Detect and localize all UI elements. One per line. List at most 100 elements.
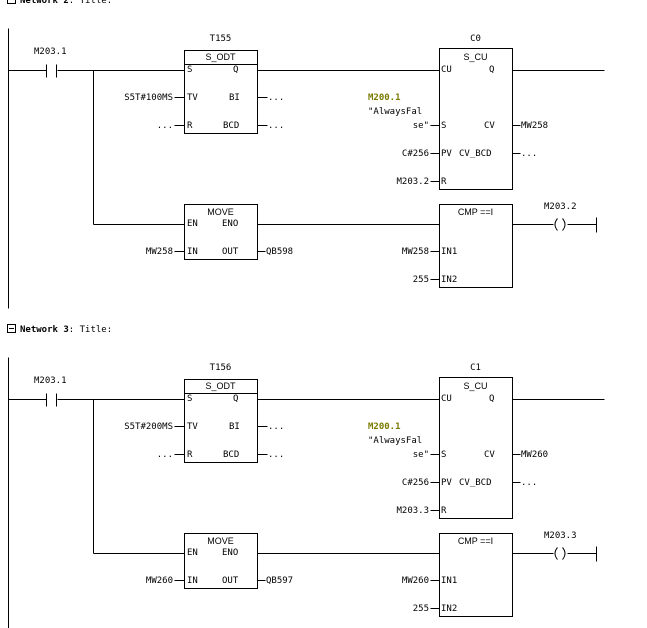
coil-left-arc[interactable] (554, 218, 558, 231)
counter-type: S_CU (463, 381, 488, 391)
network-header[interactable]: Network 3: Title: (7, 324, 112, 336)
counter-r-value: M203.3 (396, 506, 429, 516)
move-block[interactable] (184, 204, 258, 260)
timer-r-value: ... (156, 450, 173, 460)
counter-cvbcd-value: ... (521, 478, 538, 488)
move-in-value: MW258 (145, 247, 173, 257)
compare-block[interactable] (439, 533, 513, 617)
counter-pin-cu: CU (441, 65, 452, 75)
timer-pin-q: Q (233, 394, 239, 404)
timer-pin-bcd: BCD (223, 450, 240, 460)
timer-pin-bi: BI (229, 422, 240, 432)
network-header[interactable]: Network 2: Title: (7, 0, 112, 7)
timer-pin-s: S (187, 394, 193, 404)
move-pin-eno: ENO (222, 219, 239, 229)
move-pin-out: OUT (222, 576, 239, 586)
counter-pin-q: Q (489, 394, 495, 404)
counter-s-symbol-1: "AlwaysFal (368, 436, 423, 446)
move-block[interactable] (184, 533, 258, 589)
timer-tv-value: S5T#100MS (124, 93, 173, 103)
move-pin-en: EN (187, 219, 198, 229)
timer-pin-bi: BI (229, 93, 240, 103)
timer-pin-tv: TV (187, 93, 198, 103)
move-out-value: QB597 (266, 576, 294, 586)
counter-s-symbol-2: se" (412, 450, 429, 460)
network-label: Network 3 (20, 325, 69, 335)
move-pin-in: IN (187, 247, 198, 257)
move-out-value: QB598 (266, 247, 294, 257)
move-in-value: MW260 (145, 576, 173, 586)
counter-cvbcd-value: ... (521, 149, 538, 159)
counter-pin-cv: CV (484, 121, 495, 131)
timer-pin-s: S (187, 65, 193, 75)
counter-cv-value: MW258 (521, 121, 549, 131)
coil-address: M203.3 (544, 531, 577, 541)
timer-bcd-value: ... (268, 121, 285, 131)
contact-address: M203.1 (34, 47, 67, 57)
timer-name: T155 (209, 34, 232, 44)
counter-type: S_CU (463, 52, 488, 62)
timer-pin-r: R (187, 121, 193, 131)
move-pin-en: EN (187, 548, 198, 558)
compare-type: CMP ==I (457, 536, 494, 546)
counter-cv-value: MW260 (521, 450, 549, 460)
timer-block[interactable] (184, 50, 258, 134)
counter-pv-value: C#256 (401, 149, 429, 159)
counter-pin-cvbcd: CV_BCD (459, 478, 492, 488)
collapse-toggle-icon[interactable] (7, 0, 16, 4)
timer-pin-tv: TV (187, 422, 198, 432)
compare-type: CMP ==I (457, 207, 494, 217)
timer-type: S_ODT (205, 52, 236, 62)
compare-in2-value: 255 (412, 604, 429, 614)
counter-name: C1 (470, 363, 481, 373)
network-label: Network 2 (20, 0, 69, 6)
timer-type: S_ODT (205, 381, 236, 391)
move-type: MOVE (207, 207, 234, 217)
counter-pin-pv: PV (441, 478, 452, 488)
counter-block[interactable] (439, 48, 513, 190)
counter-pin-cvbcd: CV_BCD (459, 149, 492, 159)
coil-right-arc[interactable] (562, 218, 566, 231)
compare-in1-value: MW258 (401, 247, 429, 257)
timer-pin-bcd: BCD (223, 121, 240, 131)
compare-pin-in1: IN1 (441, 247, 458, 257)
counter-name: C0 (470, 34, 481, 44)
compare-pin-in2: IN2 (441, 604, 458, 614)
counter-s-symbol-2: se" (412, 121, 429, 131)
counter-pv-value: C#256 (401, 478, 429, 488)
counter-pin-r: R (441, 506, 447, 516)
counter-pin-s: S (441, 450, 447, 460)
timer-pin-r: R (187, 450, 193, 460)
counter-pin-r: R (441, 177, 447, 187)
collapse-toggle-icon[interactable] (7, 324, 16, 333)
counter-pin-cu: CU (441, 394, 452, 404)
compare-in2-value: 255 (412, 275, 429, 285)
coil-left-arc[interactable] (554, 547, 558, 560)
counter-pin-q: Q (489, 65, 495, 75)
timer-bi-value: ... (268, 422, 285, 432)
compare-pin-in1: IN1 (441, 576, 458, 586)
counter-s-address: M200.1 (368, 93, 401, 103)
counter-s-symbol-1: "AlwaysFal (368, 107, 423, 117)
coil-right-arc[interactable] (562, 547, 566, 560)
counter-s-address: M200.1 (368, 422, 401, 432)
timer-block[interactable] (184, 379, 258, 463)
compare-pin-in2: IN2 (441, 275, 458, 285)
counter-pin-cv: CV (484, 450, 495, 460)
move-pin-out: OUT (222, 247, 239, 257)
coil-address: M203.2 (544, 202, 577, 212)
move-pin-in: IN (187, 576, 198, 586)
timer-bi-value: ... (268, 93, 285, 103)
move-type: MOVE (207, 536, 234, 546)
timer-name: T156 (209, 363, 232, 373)
counter-pin-pv: PV (441, 149, 452, 159)
timer-r-value: ... (156, 121, 173, 131)
counter-block[interactable] (439, 377, 513, 519)
timer-tv-value: S5T#200MS (124, 422, 173, 432)
compare-block[interactable] (439, 204, 513, 288)
contact-address: M203.1 (34, 376, 67, 386)
timer-pin-q: Q (233, 65, 239, 75)
move-pin-eno: ENO (222, 548, 239, 558)
counter-pin-s: S (441, 121, 447, 131)
